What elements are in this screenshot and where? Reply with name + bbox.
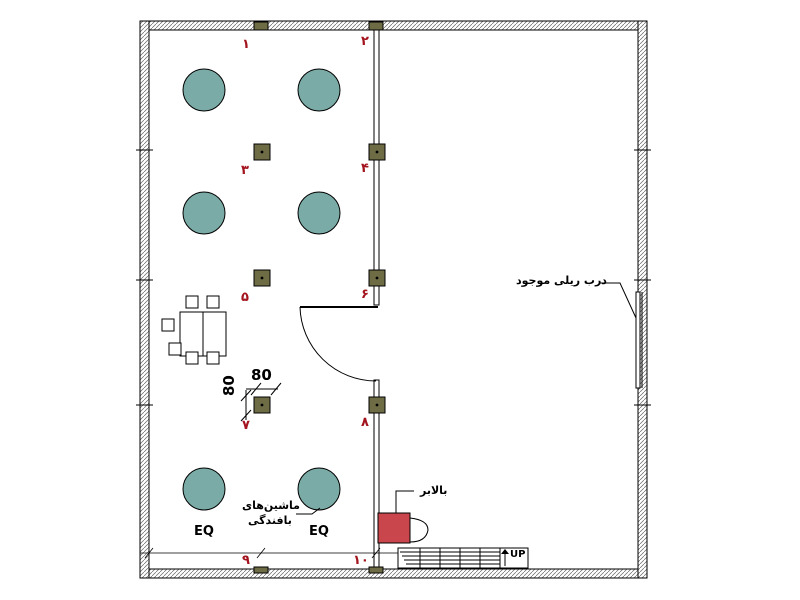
machine xyxy=(182,191,226,235)
column-label-2: ۲ xyxy=(361,34,369,49)
dimension-marks xyxy=(240,382,282,422)
dimension-label-horizontal: 80 xyxy=(251,366,272,384)
sliding-door xyxy=(635,291,643,389)
column-label-8: ۸ xyxy=(361,415,369,430)
chair xyxy=(185,295,199,309)
columns xyxy=(253,21,386,574)
machines-leader xyxy=(296,507,321,515)
column-centers xyxy=(260,150,379,407)
top-wall xyxy=(139,20,648,31)
column-label-6: ۶ xyxy=(361,287,369,302)
door-leader xyxy=(600,282,637,319)
column-label-1: ۱ xyxy=(242,37,250,52)
eq-label-left: EQ xyxy=(194,524,214,539)
bottom-wall xyxy=(139,568,648,579)
stairs-up-label: UP xyxy=(510,549,526,560)
stairs xyxy=(397,547,529,569)
elevator-leader xyxy=(395,490,414,513)
machines-label-line1: ماشین‌های xyxy=(242,499,300,512)
desk xyxy=(179,311,204,357)
chair xyxy=(206,295,220,309)
column-label-10: ۱۰ xyxy=(353,553,369,568)
column-2 xyxy=(368,21,384,31)
chair xyxy=(161,318,175,332)
dimension-label-vertical: 80 xyxy=(220,375,238,396)
partition-wall xyxy=(373,29,380,570)
elevator-label: بالابر xyxy=(420,484,448,497)
eq-label-right: EQ xyxy=(309,524,329,539)
chair xyxy=(185,351,199,365)
existing-door-label: درب ریلی موجود xyxy=(516,274,607,287)
elevator xyxy=(377,512,411,544)
column-1 xyxy=(253,21,269,31)
elevator-door xyxy=(409,517,429,543)
machine xyxy=(297,191,341,235)
left-wall xyxy=(139,20,150,579)
column-9 xyxy=(253,566,269,574)
column-label-4: ۴ xyxy=(361,161,369,176)
interior-door xyxy=(299,306,377,382)
wall-ticks xyxy=(136,149,651,406)
office-furniture xyxy=(161,295,227,365)
column-label-3: ۳ xyxy=(241,163,249,178)
stairs-arrowhead xyxy=(501,549,509,554)
machine xyxy=(182,68,226,112)
column-label-7: ۷ xyxy=(242,418,250,433)
machines-label-line2: بافندگی xyxy=(248,514,292,527)
weaving-machines xyxy=(182,68,341,511)
machine xyxy=(297,467,341,511)
machine xyxy=(297,68,341,112)
chair xyxy=(206,351,220,365)
chair xyxy=(168,342,182,356)
machine xyxy=(182,467,226,511)
column-label-9: ۹ xyxy=(242,553,250,568)
column-label-5: ۵ xyxy=(241,290,249,305)
column-10 xyxy=(368,566,384,574)
desk xyxy=(202,311,227,357)
